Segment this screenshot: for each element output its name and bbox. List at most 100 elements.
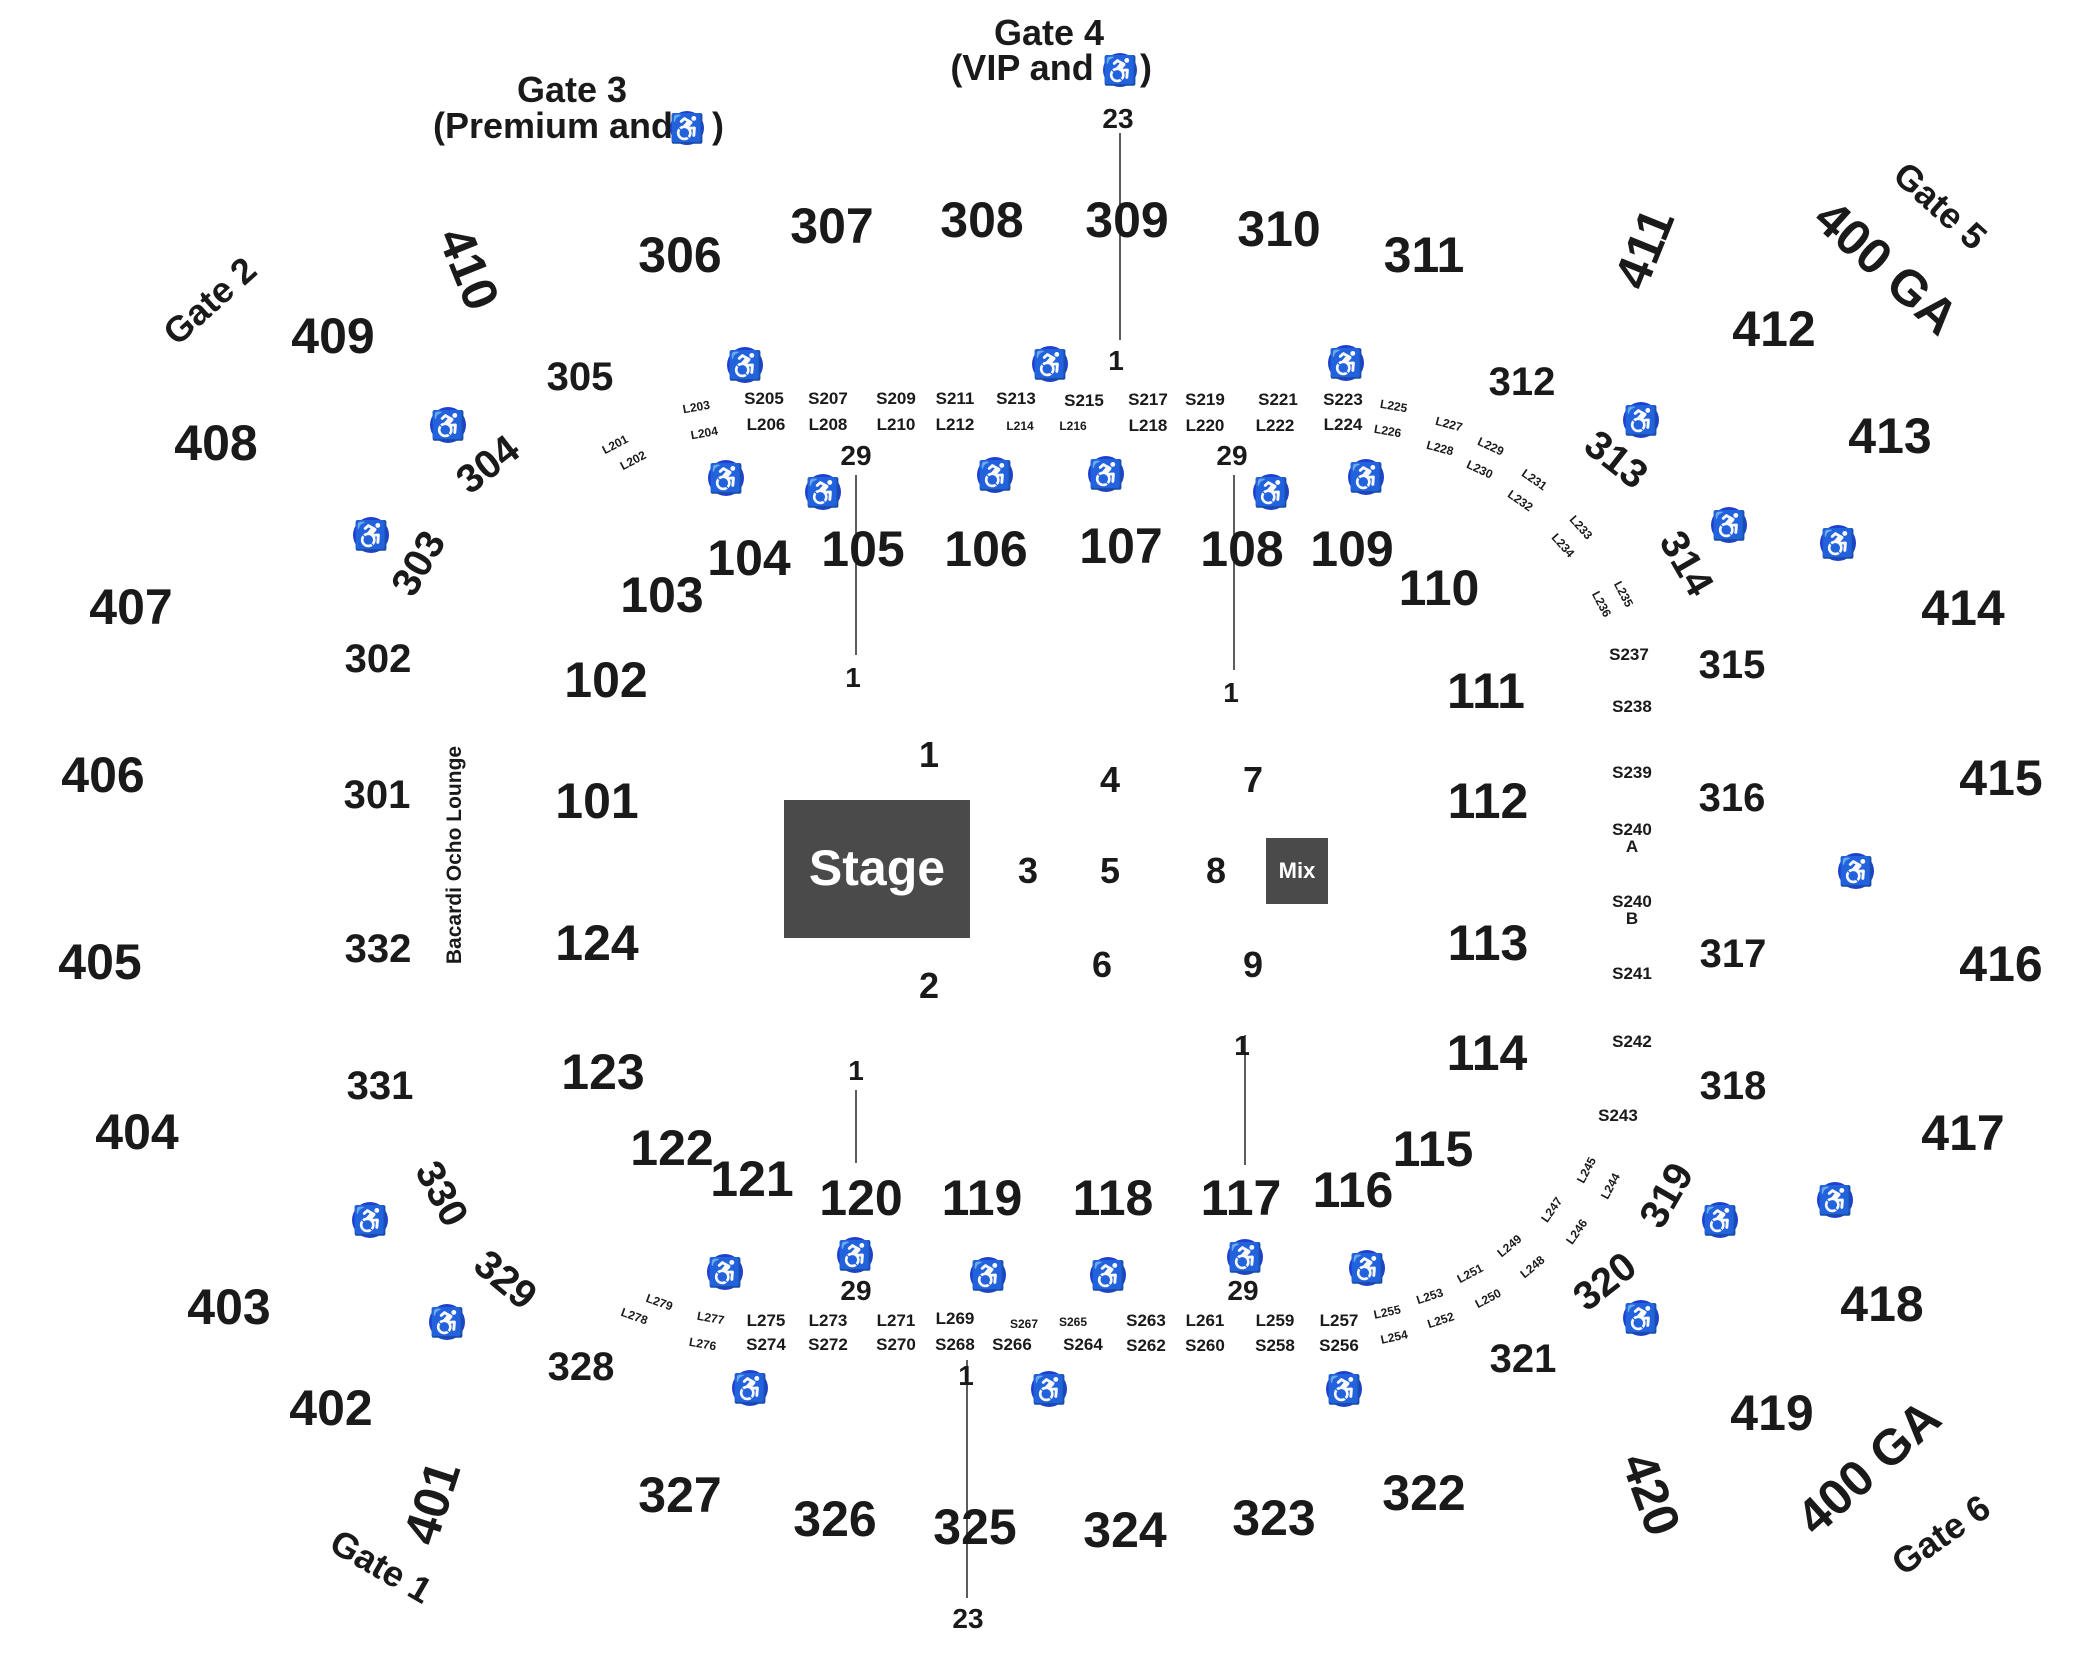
section-317[interactable]: 317: [1700, 932, 1767, 976]
suite-l225[interactable]: L225: [1379, 397, 1409, 416]
section-109[interactable]: 109: [1310, 521, 1393, 577]
section-420[interactable]: 420: [1610, 1445, 1691, 1543]
wheelchair-icon[interactable]: ♿: [1817, 1182, 1853, 1218]
suite-l249[interactable]: L249: [1494, 1232, 1524, 1261]
suite-s260[interactable]: S260: [1185, 1336, 1225, 1355]
wheelchair-icon[interactable]: ♿: [1031, 1371, 1067, 1407]
suite-l203[interactable]: L203: [682, 398, 712, 417]
wheelchair-icon[interactable]: ♿: [837, 1237, 873, 1273]
suite-s240b[interactable]: S240: [1612, 892, 1652, 911]
suite-s266[interactable]: S266: [992, 1335, 1032, 1354]
suite-l227[interactable]: L227: [1434, 414, 1464, 435]
suite-s223[interactable]: S223: [1323, 390, 1363, 409]
section-121[interactable]: 121: [710, 1151, 793, 1207]
suite-l210[interactable]: L210: [877, 415, 916, 434]
suite-l253[interactable]: L253: [1415, 1285, 1446, 1307]
section-308[interactable]: 308: [940, 192, 1023, 248]
suite-l271[interactable]: L271: [877, 1311, 916, 1330]
section-119[interactable]: 119: [942, 1170, 1023, 1226]
wheelchair-icon[interactable]: ♿: [430, 407, 466, 443]
floor-section[interactable]: 8: [1206, 850, 1226, 891]
suite-l261[interactable]: L261: [1186, 1311, 1225, 1330]
section-410[interactable]: 410: [427, 219, 510, 317]
suite-s243[interactable]: S243: [1598, 1106, 1638, 1125]
section-319[interactable]: 319: [1631, 1156, 1702, 1236]
section-113[interactable]: 113: [1448, 915, 1529, 971]
section-116[interactable]: 116: [1313, 1162, 1394, 1218]
section-323[interactable]: 323: [1232, 1490, 1315, 1546]
suite-s205[interactable]: S205: [744, 389, 784, 408]
section-315[interactable]: 315: [1699, 643, 1766, 687]
wheelchair-icon[interactable]: ♿: [352, 1202, 388, 1238]
wheelchair-icon[interactable]: ♿: [429, 1304, 465, 1340]
suite-l278[interactable]: L278: [619, 1305, 650, 1328]
section-418[interactable]: 418: [1840, 1276, 1923, 1332]
suite-s221[interactable]: S221: [1258, 390, 1298, 409]
section-103[interactable]: 103: [620, 567, 703, 623]
suite-s264[interactable]: S264: [1063, 1335, 1103, 1354]
suite-l259[interactable]: L259: [1256, 1311, 1295, 1330]
wheelchair-icon[interactable]: ♿: [977, 457, 1013, 493]
suite-l251[interactable]: L251: [1455, 1261, 1486, 1286]
wheelchair-icon[interactable]: ♿: [970, 1257, 1006, 1293]
suite-l244[interactable]: L244: [1598, 1170, 1623, 1201]
wheelchair-icon[interactable]: ♿: [732, 1370, 768, 1406]
section-321[interactable]: 321: [1490, 1337, 1557, 1381]
suite-l206[interactable]: L206: [747, 415, 786, 434]
wheelchair-icon[interactable]: ♿: [1328, 345, 1364, 381]
suite-l218[interactable]: L218: [1129, 416, 1168, 435]
suite-s238[interactable]: S238: [1612, 697, 1652, 716]
floor-section[interactable]: 2: [919, 965, 939, 1006]
suite-l254[interactable]: L254: [1379, 1327, 1409, 1346]
section-401[interactable]: 401: [392, 1454, 471, 1551]
section-310[interactable]: 310: [1237, 201, 1320, 257]
wheelchair-icon[interactable]: ♿: [1820, 525, 1856, 561]
suite-l235[interactable]: L235: [1611, 579, 1636, 610]
suite-l255[interactable]: L255: [1372, 1302, 1402, 1321]
suite-s265[interactable]: S265: [1059, 1315, 1087, 1329]
section-328[interactable]: 328: [548, 1345, 615, 1389]
suite-l224[interactable]: L224: [1324, 415, 1363, 434]
suite-l247[interactable]: L247: [1538, 1194, 1565, 1225]
section-117[interactable]: 117: [1201, 1170, 1282, 1226]
suite-s215[interactable]: S215: [1064, 391, 1104, 410]
section-417[interactable]: 417: [1921, 1105, 2004, 1161]
wheelchair-icon[interactable]: ♿: [1349, 1250, 1385, 1286]
section-114[interactable]: 114: [1447, 1025, 1528, 1081]
floor-section[interactable]: 1: [919, 734, 939, 775]
wheelchair-icon[interactable]: ♿: [1348, 459, 1384, 495]
suite-l248[interactable]: L248: [1517, 1253, 1547, 1282]
section-118[interactable]: 118: [1073, 1170, 1154, 1226]
suite-l231[interactable]: L231: [1519, 466, 1550, 493]
wheelchair-icon[interactable]: ♿: [805, 474, 841, 510]
suite-l214[interactable]: L214: [1006, 419, 1034, 433]
suite-l257[interactable]: L257: [1320, 1311, 1359, 1330]
suite-s241[interactable]: S241: [1612, 964, 1652, 983]
suite-l275[interactable]: L275: [747, 1311, 786, 1330]
suite-s239[interactable]: S239: [1612, 763, 1652, 782]
wheelchair-icon[interactable]: ♿: [1090, 1257, 1126, 1293]
suite-l201[interactable]: L201: [600, 432, 631, 457]
section-414[interactable]: 414: [1921, 580, 2005, 636]
wheelchair-icon[interactable]: ♿: [1253, 474, 1289, 510]
suite-s217[interactable]: S217: [1128, 390, 1168, 409]
section-112[interactable]: 112: [1448, 773, 1529, 829]
bacardi-ocho-lounge-label[interactable]: Bacardi Ocho Lounge: [443, 746, 466, 964]
suite-l204[interactable]: L204: [690, 424, 720, 443]
suite-s237[interactable]: S237: [1609, 645, 1649, 664]
section-104[interactable]: 104: [707, 530, 791, 586]
suite-s274[interactable]: S274: [746, 1335, 786, 1354]
suite-l250[interactable]: L250: [1473, 1286, 1504, 1311]
suite-s267[interactable]: S267: [1010, 1317, 1038, 1331]
suite-l279[interactable]: L279: [644, 1291, 675, 1314]
section-106[interactable]: 106: [944, 521, 1027, 577]
wheelchair-icon[interactable]: ♿: [1326, 1371, 1362, 1407]
suite-l220[interactable]: L220: [1186, 416, 1225, 435]
section-324[interactable]: 324: [1083, 1502, 1167, 1558]
section-413[interactable]: 413: [1848, 408, 1931, 464]
suite-l202[interactable]: L202: [618, 448, 649, 473]
section-419[interactable]: 419: [1730, 1385, 1813, 1441]
section-326[interactable]: 326: [793, 1491, 876, 1547]
floor-section[interactable]: 3: [1018, 850, 1038, 891]
suite-l222[interactable]: L222: [1256, 416, 1295, 435]
